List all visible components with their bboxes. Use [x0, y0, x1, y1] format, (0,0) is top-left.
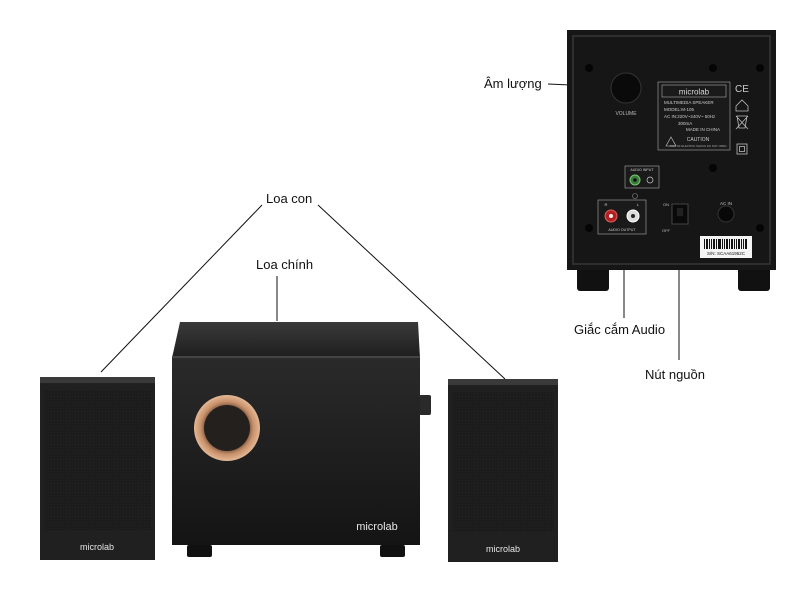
double-insulation-icon [736, 143, 748, 155]
ac-cable-grommet [717, 205, 735, 223]
power-button-label: Nút nguồn [645, 367, 705, 382]
plate-current: 300mA [678, 121, 692, 126]
back-panel: VOLUME microlab MULTIMEDIA SPEAKER MODEL… [567, 30, 776, 291]
volume-knob [610, 72, 642, 104]
plate-product: MULTIMEDIA SPEAKER [664, 100, 714, 105]
volume-knob-label: VOLUME [615, 111, 637, 117]
main-speaker-label: Loa chính [256, 257, 314, 272]
audio-jack-label: Giắc cắm Audio [574, 322, 666, 337]
switch-on-label: ON [663, 202, 669, 207]
audio-output-label: AUDIO OUTPUT [608, 228, 636, 232]
right-satellite-speaker: microlab [448, 379, 558, 562]
channel-r-label: R [605, 202, 608, 207]
barcode [704, 239, 747, 249]
left-satellite-speaker: microlab [40, 377, 155, 560]
serial-number: S/N: SCAA61952C [707, 251, 746, 256]
plate-brand: microlab [679, 88, 710, 97]
weee-bin-icon [735, 115, 749, 130]
ac-in-label: AC IN [720, 201, 732, 206]
house-icon [735, 99, 749, 112]
subwoofer-logo: microlab [356, 521, 398, 533]
main-subwoofer: microlab [172, 322, 431, 557]
plate-model: MODEL:M-105 [664, 107, 695, 112]
plate-origin: MADE IN CHINA [686, 127, 720, 132]
leader-satellite-right [317, 204, 506, 380]
audio-input-label: AUDIO INPUT [630, 168, 654, 172]
volume-label: Âm lượng [484, 76, 542, 91]
right-satellite-logo: microlab [486, 544, 520, 554]
leader-satellite-left [100, 204, 263, 373]
satellite-speaker-label: Loa con [266, 191, 313, 206]
plate-caution-text: RISK OF ELECTRIC SHOCK DO NOT OPEN [670, 144, 727, 148]
plate-power: AC IN:220V~240V~ 50Hz [664, 114, 716, 119]
ce-mark: CE [735, 84, 749, 95]
left-satellite-logo: microlab [80, 542, 114, 552]
plate-caution-title: CAUTION [687, 137, 710, 143]
channel-l-label: L [637, 202, 640, 207]
switch-off-label: OFF [662, 228, 671, 233]
